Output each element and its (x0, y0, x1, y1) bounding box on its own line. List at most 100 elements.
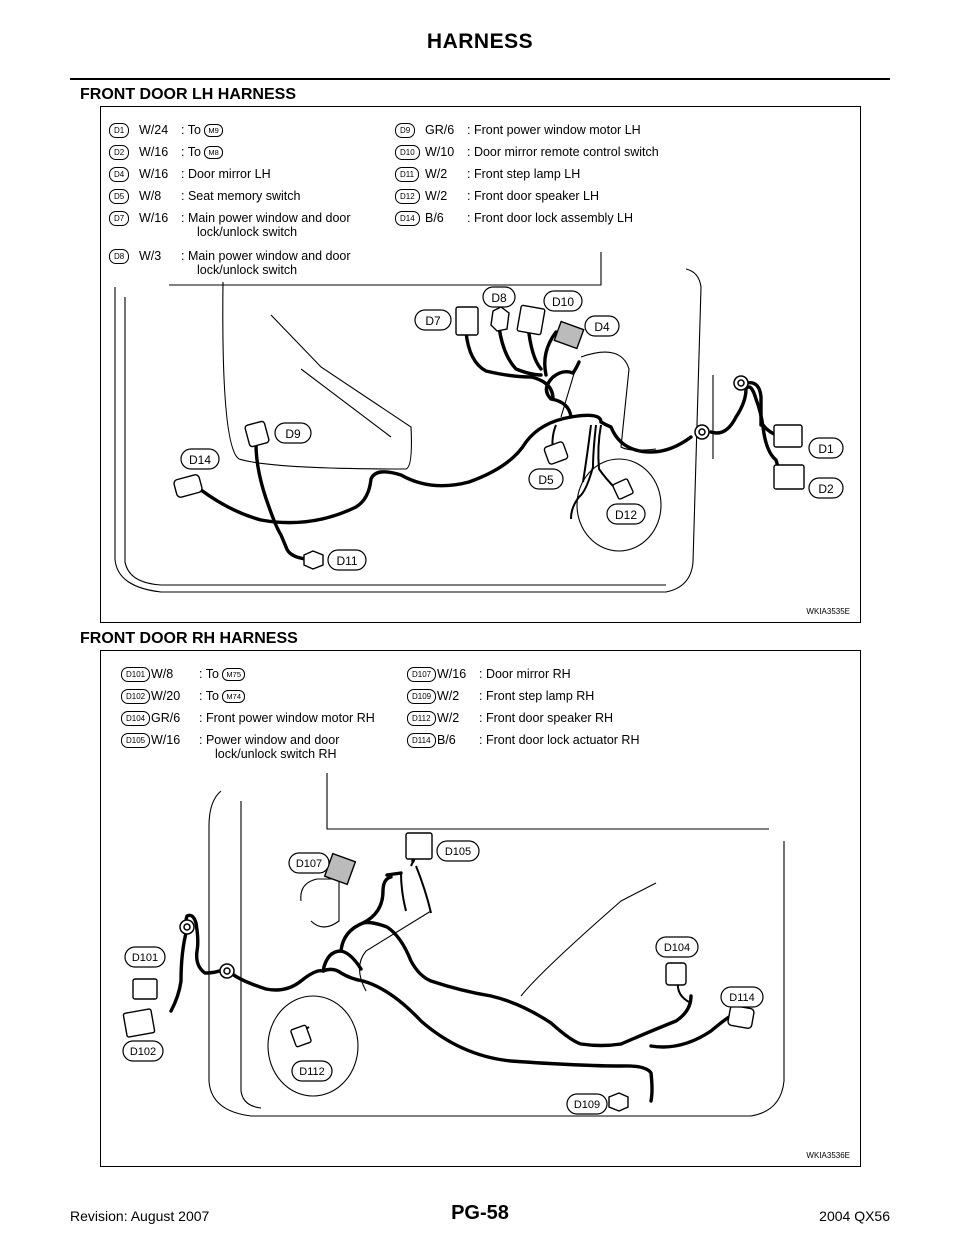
connector-desc: : Front door speaker LH (467, 189, 600, 203)
connector-d9-shape (244, 420, 270, 448)
rh-legend-row-d109: D109 W/2 : Front step lamp RH (407, 689, 827, 709)
connector-desc: : Main power window and door (181, 249, 351, 263)
wire-spec: W/16 (151, 733, 181, 747)
connector-badge: D112 (407, 711, 436, 726)
connector-desc: : To (199, 689, 219, 703)
connector-badge: D2 (109, 145, 130, 160)
ref-badge: M74 (222, 690, 245, 704)
lh-legend-row-d10: D10 W/10 : Door mirror remote control sw… (395, 145, 815, 165)
connector-desc-cont: lock/unlock switch (197, 263, 298, 277)
connector-desc-cont: lock/unlock switch (197, 225, 298, 239)
connector-badge: D5 (109, 189, 130, 204)
wire-spec: W/2 (425, 189, 448, 203)
connector-badge: D14 (395, 211, 420, 226)
callout-d114: D114 (729, 992, 754, 1004)
lh-diagram-code: WKIA3535E (806, 607, 850, 616)
lh-legend-row-d4: D4 W/16 : Door mirror LH (109, 167, 399, 187)
lh-legend-row-d2: D2 W/16 : To M8 (109, 145, 399, 165)
page-header: HARNESS (426, 30, 534, 53)
connector-d2-shape (773, 464, 805, 490)
callout-d10: D10 (552, 295, 574, 309)
connector-desc: : Door mirror LH (181, 167, 271, 181)
rh-legend-row-d101: D101 W/8 : To M75 (121, 667, 411, 687)
callout-d11: D11 (336, 554, 357, 568)
rh-legend-row-d112: D112 W/2 : Front door speaker RH (407, 711, 827, 731)
connector-desc: : To (181, 123, 201, 137)
callout-d7: D7 (425, 314, 441, 328)
rh-grommets (179, 919, 235, 979)
rh-harness-branches (295, 836, 692, 1042)
ref-badge: M8 (204, 146, 223, 160)
connector-d112-shape (290, 1024, 312, 1048)
connector-d107-shape (323, 852, 357, 886)
wire-spec: W/16 (139, 145, 169, 159)
ref-badge: M75 (222, 668, 245, 682)
door-outline (208, 773, 785, 1117)
connector-desc: : To (181, 145, 201, 159)
wire-spec: W/16 (139, 167, 169, 181)
callout-d112: D112 (299, 1066, 324, 1078)
lh-harness-diagram: D7 D8 D10 D4 D9 D14 D5 D11 D12 D1 D2 (114, 252, 844, 593)
callout-d101: D101 (132, 952, 158, 964)
connector-desc: : Front power window motor RH (199, 711, 375, 725)
rh-diagram-code: WKIA3536E (806, 1151, 850, 1160)
connector-d104-shape (665, 962, 687, 986)
connector-desc-cont: lock/unlock switch RH (215, 747, 337, 761)
connector-d10-shape (516, 304, 546, 336)
connector-desc: : Power window and door (199, 733, 340, 747)
connector-desc: : Door mirror remote control switch (467, 145, 659, 159)
lh-harness-branches (551, 424, 617, 520)
lh-callout-bubbles (180, 286, 844, 571)
connector-d109-shape (608, 1092, 629, 1112)
connector-badge: D1 (109, 123, 130, 138)
connector-d7-shape (455, 306, 479, 336)
lh-harness-panel: D1 W/24 : To M9 D2 W/16 : To M8 D4 W/16 … (100, 106, 861, 623)
connector-d12-shape (612, 478, 634, 500)
callout-d107: D107 (296, 858, 322, 870)
callout-d105: D105 (445, 846, 471, 858)
rh-callout-labels: D107 D105 D101 D102 D104 D114 D112 D109 (130, 846, 755, 1111)
callout-d109: D109 (574, 1099, 600, 1111)
connector-desc: : Front step lamp RH (479, 689, 595, 703)
callout-d14: D14 (189, 453, 211, 467)
connector-d5-shape (543, 441, 569, 465)
connector-badge: D8 (109, 249, 130, 264)
connector-desc: : Front door lock assembly LH (467, 211, 634, 225)
callout-d102: D102 (130, 1046, 156, 1058)
connector-badge: D101 (121, 667, 151, 682)
callout-d12: D12 (615, 508, 637, 522)
connector-d114-shape (727, 1005, 755, 1029)
rh-connectors (122, 832, 755, 1112)
connector-d1-shape (773, 424, 803, 448)
rh-legend-row-d114: D114 B/6 : Front door lock actuator RH (407, 733, 827, 753)
lh-legend-row-d9: D9 GR/6 : Front power window motor LH (395, 123, 815, 143)
connector-badge: D104 (121, 711, 151, 726)
connector-badge: D12 (395, 189, 420, 204)
callout-d104: D104 (664, 942, 690, 954)
connector-desc: : Main power window and door (181, 211, 351, 225)
wire-spec: W/3 (139, 249, 162, 263)
callout-d2: D2 (818, 482, 834, 496)
wire-spec: GR/6 (425, 123, 455, 137)
connector-badge: D109 (407, 689, 437, 704)
connector-d8-shape (490, 306, 510, 332)
wire-spec: W/16 (139, 211, 169, 225)
wire-spec: W/10 (425, 145, 455, 159)
door-outline (114, 252, 714, 593)
connector-desc: : Front power window motor LH (467, 123, 641, 137)
vehicle-model: 2004 QX56 (819, 1208, 890, 1224)
wire-spec: W/8 (151, 667, 174, 681)
lh-legend-row-d7: D7 W/16 : Main power window and door loc… (109, 211, 399, 245)
callout-d9: D9 (285, 427, 301, 441)
lh-connectors (173, 304, 805, 570)
callout-d5: D5 (538, 473, 554, 487)
connector-badge: D10 (395, 145, 420, 160)
page-number: PG-58 (451, 1202, 509, 1224)
connector-badge: D102 (121, 689, 151, 704)
wire-spec: W/2 (437, 689, 460, 703)
connector-badge: D114 (407, 733, 436, 748)
connector-badge: D4 (109, 167, 130, 182)
rh-legend-row-d107: D107 W/16 : Door mirror RH (407, 667, 827, 687)
lh-harness-wires (199, 323, 783, 561)
connector-desc: : Front step lamp LH (467, 167, 581, 181)
